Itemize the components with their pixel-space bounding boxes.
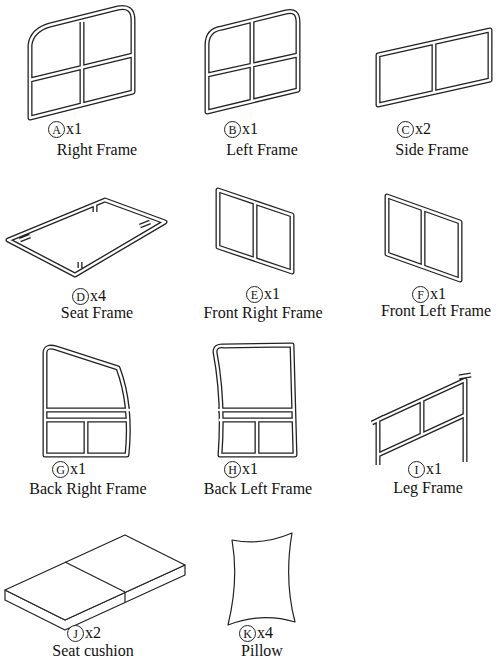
part-letter: A bbox=[52, 124, 61, 136]
quantity: x1 bbox=[430, 285, 446, 303]
part-name: Seat Frame bbox=[61, 304, 133, 322]
quantity: x1 bbox=[66, 120, 82, 138]
part-letter-circle: E bbox=[246, 286, 263, 303]
part-name: Back Right Frame bbox=[29, 480, 146, 498]
quantity: x1 bbox=[264, 285, 280, 303]
quantity: x1 bbox=[426, 460, 442, 478]
part-name: Front Right Frame bbox=[203, 304, 322, 322]
part-name: Seat cushion bbox=[52, 642, 133, 660]
part-letter-circle: J bbox=[67, 625, 84, 642]
part-letter: B bbox=[228, 124, 236, 136]
part-letter: C bbox=[401, 124, 409, 136]
part-letter-circle: I bbox=[408, 461, 425, 478]
part-letter-circle: D bbox=[72, 288, 89, 305]
quantity: x2 bbox=[85, 624, 101, 642]
part-letter-circle: F bbox=[412, 286, 429, 303]
part-letter-circle: G bbox=[52, 461, 69, 478]
part-name: Right Frame bbox=[57, 141, 137, 159]
part-name: Back Left Frame bbox=[204, 480, 312, 498]
quantity: x4 bbox=[257, 624, 273, 642]
part-name: Front Left Frame bbox=[381, 302, 491, 320]
part-name: Leg Frame bbox=[393, 479, 463, 497]
part-name: Side Frame bbox=[395, 141, 468, 159]
part-letter: I bbox=[415, 464, 419, 476]
part-letter-circle: K bbox=[239, 625, 256, 642]
part-name: Pillow bbox=[241, 642, 283, 660]
part-letter-circle: C bbox=[397, 121, 414, 138]
part-letter: H bbox=[228, 464, 237, 476]
part-letter-circle: A bbox=[48, 121, 65, 138]
part-letter: E bbox=[251, 289, 258, 301]
quantity: x1 bbox=[70, 460, 86, 478]
part-name: Left Frame bbox=[226, 141, 298, 159]
part-letter: D bbox=[76, 291, 85, 303]
quantity: x1 bbox=[242, 460, 258, 478]
part-letter: G bbox=[56, 464, 65, 476]
part-letter: F bbox=[417, 289, 424, 301]
quantity: x4 bbox=[90, 287, 106, 305]
part-letter-circle: H bbox=[224, 461, 241, 478]
part-letter: K bbox=[243, 628, 252, 640]
quantity: x1 bbox=[242, 120, 258, 138]
part-letter: J bbox=[73, 628, 78, 640]
part-letter-circle: B bbox=[224, 121, 241, 138]
quantity: x2 bbox=[415, 120, 431, 138]
